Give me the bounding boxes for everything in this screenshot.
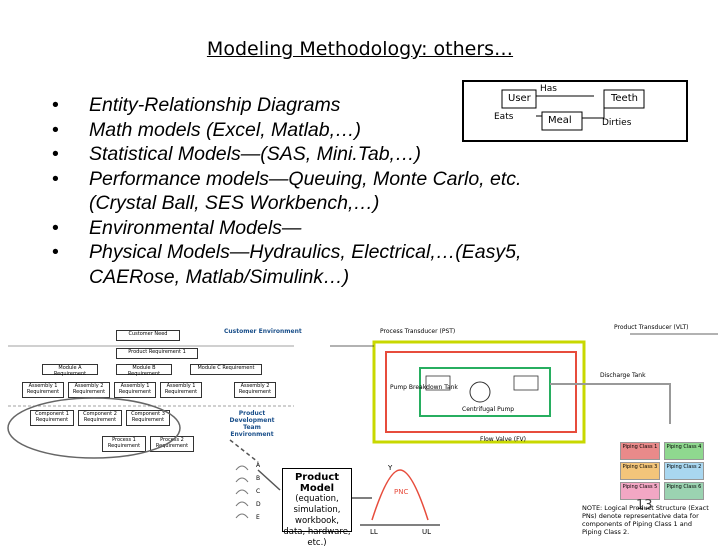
piping-legend-swatch: Piping Class 6 — [664, 482, 704, 500]
input-label: C — [256, 488, 261, 495]
bullet-text: Math models (Excel, Matlab,…) — [89, 118, 362, 141]
piping-legend-swatch: Piping Class 4 — [664, 442, 704, 460]
hydraulic-label: Product Transducer (VLT) — [614, 324, 689, 331]
piping-legend-swatch: Piping Class 2 — [664, 462, 704, 480]
bullet-item: (Crystal Ball, SES Workbench,…) — [52, 192, 692, 217]
dist-label-ll: LL — [370, 528, 378, 536]
component-box: Component 1 Requirement — [30, 410, 74, 426]
assembly-box: Assembly 2 Requirement — [68, 382, 110, 398]
dist-label-pnc: PNC — [394, 488, 409, 496]
module-box: Module A Requirement — [42, 364, 98, 377]
assembly-box: Assembly 1 Requirement — [22, 382, 64, 398]
dist-label-ul: UL — [422, 528, 432, 536]
piping-legend-swatch: Piping Class 5 — [620, 482, 660, 500]
bullet-marker: • — [52, 143, 59, 165]
customer-need-box: Customer Need — [116, 330, 180, 341]
bullet-text: Environmental Models— — [89, 216, 302, 239]
bullet-text: Physical Models—Hydraulics, Electrical,…… — [89, 241, 522, 263]
dist-label-y: Y — [388, 464, 393, 472]
hydraulic-label: Flow Valve (FV) — [480, 436, 526, 443]
er-entity-teeth: Teeth — [611, 93, 638, 104]
requirements-hierarchy-figure: Customer Need Customer Environment Produ… — [4, 324, 302, 464]
product-model-box: Product Model (equation, simulation, wor… — [282, 468, 352, 548]
hydraulic-label: Process Transducer (PST) — [380, 328, 456, 335]
component-box: Component 3 Requirement — [126, 410, 170, 426]
er-entity-user: User — [508, 93, 531, 104]
piping-legend-swatch: Piping Class 1 — [620, 442, 660, 460]
process-box: Process 2 Requirement — [150, 436, 194, 452]
assembly-box: Assembly 1 Requirement — [114, 382, 156, 398]
module-box: Module C Requirement — [190, 364, 262, 375]
bullet-marker: • — [52, 118, 59, 141]
bullet-item: CAERose, Matlab/Simulink…) — [52, 266, 692, 291]
hydraulic-label: Pump Breakdown Tank — [390, 384, 458, 391]
bullet-text: CAERose, Matlab/Simulink…) — [89, 265, 350, 288]
bullet-marker: • — [52, 216, 59, 239]
bullet-item: • Performance models—Queuing, Monte Carlo… — [52, 168, 692, 193]
er-diagram: User Teeth Meal Has Eats Dirties — [462, 80, 688, 142]
module-box: Module B Requirement — [116, 364, 172, 377]
product-model-title: Product Model — [294, 472, 340, 494]
bullet-text: Statistical Models—(SAS, Mini.Tab,…) — [89, 143, 421, 165]
product-model-detail: (equation, simulation, workbook, data, h… — [283, 494, 351, 548]
piping-legend-swatch: Piping Class 3 — [620, 462, 660, 480]
bullet-marker: • — [52, 241, 59, 263]
product-requirement-box: Product Requirement 1 — [116, 348, 198, 359]
hydraulic-label: Discharge Tank — [600, 372, 646, 379]
process-box: Process 1 Requirement — [102, 436, 146, 452]
er-rel-eats: Eats — [494, 112, 514, 122]
bullet-text: Performance models—Queuing, Monte Carlo,… — [89, 167, 522, 190]
page-number: 13 — [636, 498, 653, 513]
er-rel-dirties: Dirties — [602, 118, 632, 128]
assembly-box: Assembly 1 Requirement — [160, 382, 202, 398]
bullet-item: • Statistical Models—(SAS, Mini.Tab,…) — [52, 143, 692, 168]
figure-note: NOTE: Logical Product Structure (Exact P… — [582, 504, 709, 536]
input-label: B — [256, 475, 261, 482]
bullet-item: • Physical Models—Hydraulics, Electrical,… — [52, 241, 692, 266]
bullet-marker: • — [52, 167, 59, 190]
component-box: Component 2 Requirement — [78, 410, 122, 426]
slide-title: Modeling Methodology: others… — [206, 38, 514, 60]
customer-environment-label: Customer Environment — [224, 328, 302, 335]
er-rel-has: Has — [540, 84, 557, 94]
team-environment-label: Product Development Team Environment — [229, 410, 275, 438]
bullet-text: Entity-Relationship Diagrams — [89, 94, 341, 116]
input-label: A — [256, 462, 261, 469]
bullet-item: • Math models (Excel, Matlab,…) — [52, 119, 692, 144]
bullet-marker: • — [52, 94, 59, 116]
hydraulic-label: Centrifugal Pump — [462, 406, 515, 413]
input-label: D — [256, 501, 261, 508]
bullet-list: • Entity-Relationship Diagrams • Math model… — [52, 94, 692, 290]
bullet-item: • Environmental Models— — [52, 217, 692, 242]
bullet-text: (Crystal Ball, SES Workbench,…) — [89, 192, 380, 214]
bullet-item: • Entity-Relationship Diagrams — [52, 94, 692, 119]
assembly-box: Assembly 2 Requirement — [234, 382, 276, 398]
input-label: E — [256, 514, 260, 521]
er-entity-meal: Meal — [548, 115, 572, 126]
